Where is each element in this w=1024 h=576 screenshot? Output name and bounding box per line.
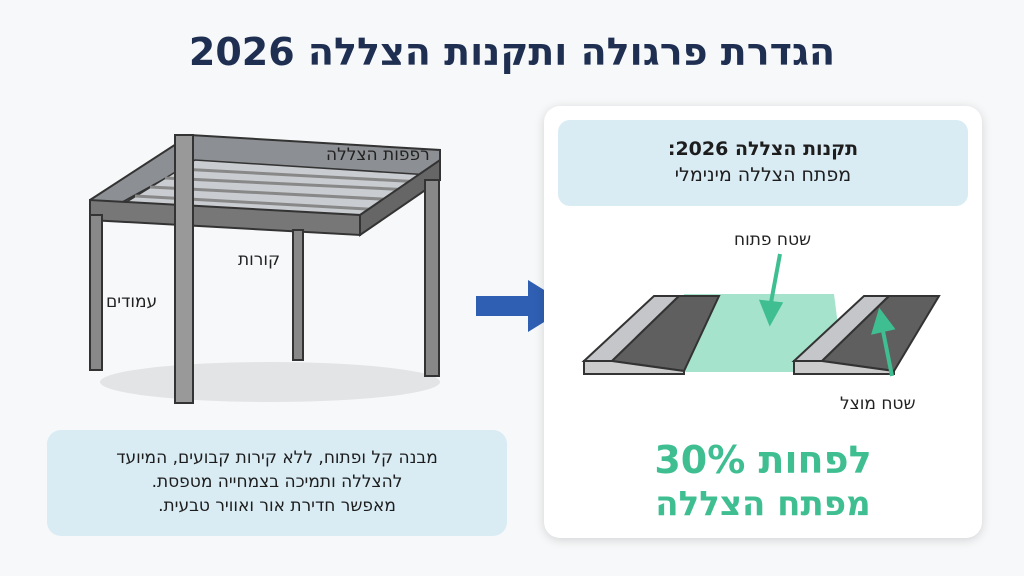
pergola-illustration — [89, 133, 441, 404]
shaded-area-label: שטח מוצל — [840, 394, 916, 414]
beams-label: קורות — [238, 250, 281, 270]
shading-key-label: מפתח הצללה — [655, 484, 871, 524]
description-line: מאפשר חדירת אור ואוויר טבעית. — [158, 496, 396, 516]
slats-label: רפפות הצללה — [326, 145, 430, 165]
description-line: להצללה ותמיכה בצמחייה מטפסת. — [151, 472, 403, 492]
regulation-card: תקנות הצללה 2026: מפתח הצללה מינימלי שטח… — [544, 106, 982, 538]
regulation-heading: תקנות הצללה 2026: — [667, 138, 859, 160]
louver-diagram — [581, 253, 941, 377]
page-title: הגדרת פרגולה ותקנות הצללה 2026 — [188, 30, 836, 74]
regulation-header: תקנות הצללה 2026: מפתח הצללה מינימלי — [558, 120, 968, 206]
open-area-label: שטח פתוח — [734, 230, 812, 250]
posts-label: עמודים — [106, 292, 158, 312]
description-line: מבנה קל ופתוח, ללא קירות קבועים, המיועד — [116, 448, 438, 468]
description-box: מבנה קל ופתוח, ללא קירות קבועים, המיועד … — [47, 430, 507, 536]
regulation-subheading: מפתח הצללה מינימלי — [674, 164, 852, 186]
shading-percent: לפחות 30% — [654, 438, 872, 482]
